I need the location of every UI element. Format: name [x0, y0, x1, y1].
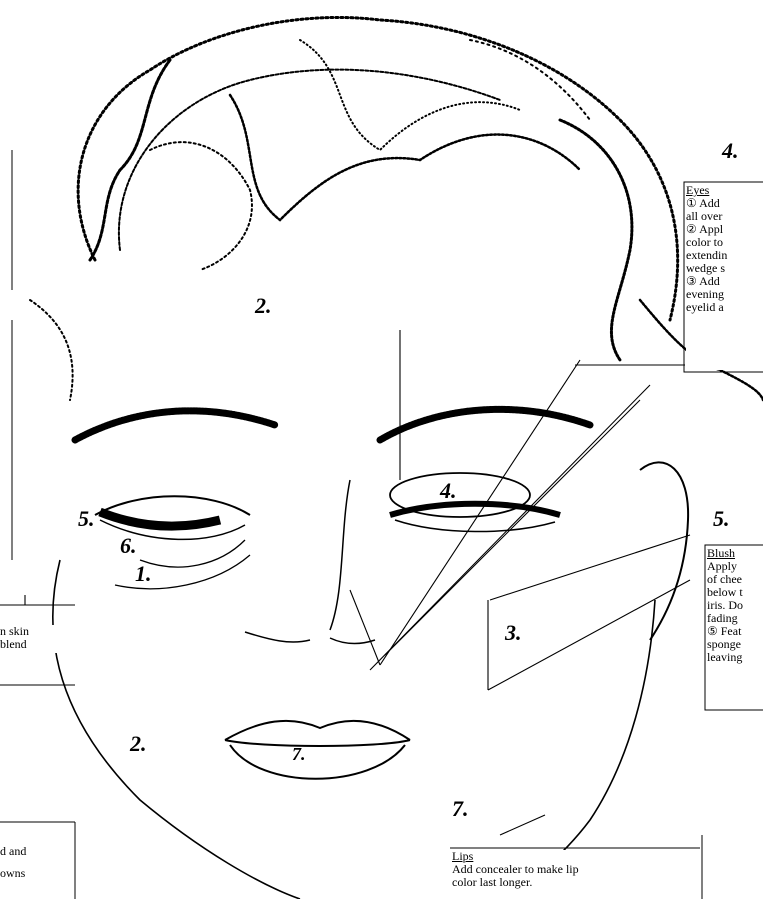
label-blush-area: 3. [505, 622, 522, 644]
hair-illustration [30, 17, 763, 400]
label-lips-step: 7. [452, 798, 469, 820]
eyebrows [75, 409, 590, 440]
left-bottom-note: d and owns [0, 840, 73, 899]
label-left-eye-concealer: 1. [135, 563, 152, 585]
left-eye [95, 496, 250, 589]
label-lips-area: 7. [292, 745, 306, 763]
lips-note: Lips Add concealer to make lip color las… [452, 850, 700, 899]
lips-note-line: color last longer. [452, 876, 700, 889]
left-bottom-note-line: d and [0, 840, 73, 862]
blush-note-line: leaving [707, 651, 763, 664]
label-left-eye-liner-outer: 5. [78, 508, 95, 530]
note-box-borders [0, 150, 763, 899]
left-mid-note-line: blend [0, 638, 72, 651]
lips [225, 721, 410, 779]
left-bottom-note-line: owns [0, 862, 73, 884]
label-forehead: 2. [255, 295, 272, 317]
eyes-note-line: eyelid a [686, 301, 763, 314]
label-eyes-step: 4. [722, 140, 739, 162]
label-blush-step: 5. [713, 508, 730, 530]
label-right-eye-shadow: 4. [440, 480, 457, 502]
nose [245, 480, 375, 644]
label-left-eye-liner-inner: 6. [120, 535, 137, 557]
eyes-note: Eyes ① Add all over ② Appl color to exte… [686, 184, 763, 370]
label-cheek: 2. [130, 733, 147, 755]
left-mid-note: n skin blend [0, 625, 72, 653]
blush-note: Blush Apply of chee below t iris. Do fad… [707, 547, 763, 708]
